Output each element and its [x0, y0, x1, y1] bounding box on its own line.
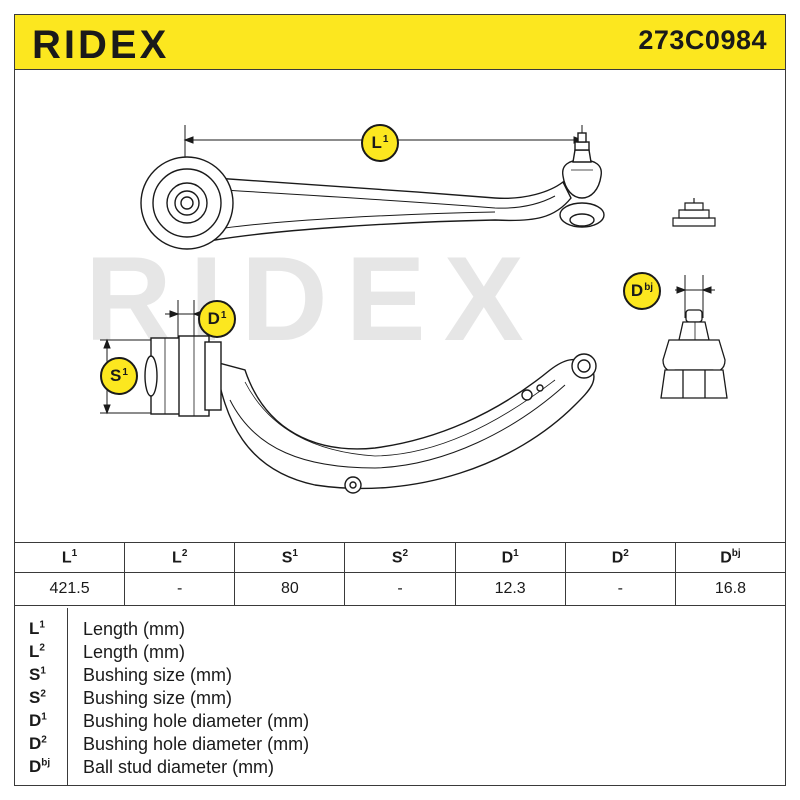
ball-joint-part — [660, 309, 728, 399]
spec-header-l2: L2 — [124, 542, 236, 573]
lower-control-arm — [144, 335, 597, 494]
legend: L1 Length (mm) L2 Length (mm) S1 Bushing… — [15, 608, 785, 785]
legend-code: L2 — [29, 642, 45, 661]
legend-code: D1 — [29, 711, 47, 730]
technical-drawing: RIDEX — [15, 70, 785, 542]
legend-code: S1 — [29, 665, 46, 684]
legend-item: L1 Length (mm) — [15, 619, 785, 641]
drawing-canvas: RIDEX — [85, 125, 728, 494]
legend-desc: Bushing hole diameter (mm) — [83, 734, 310, 754]
spec-header-dbj: Dbj — [674, 542, 787, 573]
brand-logo-text: RIDEX — [32, 23, 169, 67]
spec-value-s1: 80 — [234, 572, 346, 606]
legend-code: Dbj — [29, 757, 51, 776]
legend-desc: Bushing size (mm) — [83, 688, 233, 708]
legend-code: D2 — [29, 734, 47, 753]
spec-header-d1: D1 — [454, 542, 566, 573]
dbj-dimension — [675, 275, 715, 318]
spec-value-l1: 421.5 — [13, 572, 126, 606]
top-control-arm — [140, 132, 605, 250]
legend-item: D1 Bushing hole diameter (mm) — [15, 711, 785, 733]
legend-item: L2 Length (mm) — [15, 642, 785, 664]
legend-code: L1 — [29, 619, 45, 638]
spec-value-row: 421.5 - 80 - 12.3 - 16.8 — [13, 572, 787, 606]
legend-code: S2 — [29, 688, 46, 707]
header-bar: RIDEX 273C0984 — [15, 15, 785, 70]
spec-value-d1: 12.3 — [454, 572, 566, 606]
spec-header-l1: L1 — [13, 542, 126, 573]
spec-value-dbj: 16.8 — [674, 572, 787, 606]
legend-item: S2 Bushing size (mm) — [15, 688, 785, 710]
legend-desc: Length (mm) — [83, 619, 186, 639]
spec-table: L1 L2 S1 S2 D1 D2 Dbj 421.5 - 80 - 12.3 … — [13, 542, 787, 606]
spec-header-s2: S2 — [344, 542, 456, 573]
legend-divider — [67, 608, 68, 785]
legend-desc: Bushing hole diameter (mm) — [83, 711, 310, 731]
part-number: 273C0984 — [638, 25, 767, 55]
legend-desc: Length (mm) — [83, 642, 186, 662]
legend-desc: Ball stud diameter (mm) — [83, 757, 275, 777]
legend-item: D2 Bushing hole diameter (mm) — [15, 734, 785, 756]
legend-item: S1 Bushing size (mm) — [15, 665, 785, 687]
spec-header-row: L1 L2 S1 S2 D1 D2 Dbj — [13, 542, 787, 573]
spec-header-d2: D2 — [564, 542, 676, 573]
spec-header-s1: S1 — [234, 542, 346, 573]
legend-item: Dbj Ball stud diameter (mm) — [15, 757, 785, 779]
spec-value-l2: - — [124, 572, 236, 606]
spec-value-d2: - — [564, 572, 676, 606]
brand-logo: RIDEX — [32, 23, 169, 67]
nut-part — [672, 198, 716, 227]
spec-value-s2: - — [344, 572, 456, 606]
spec-sheet: RIDEX 273C0984 RIDEX — [13, 14, 787, 786]
legend-desc: Bushing size (mm) — [83, 665, 233, 685]
